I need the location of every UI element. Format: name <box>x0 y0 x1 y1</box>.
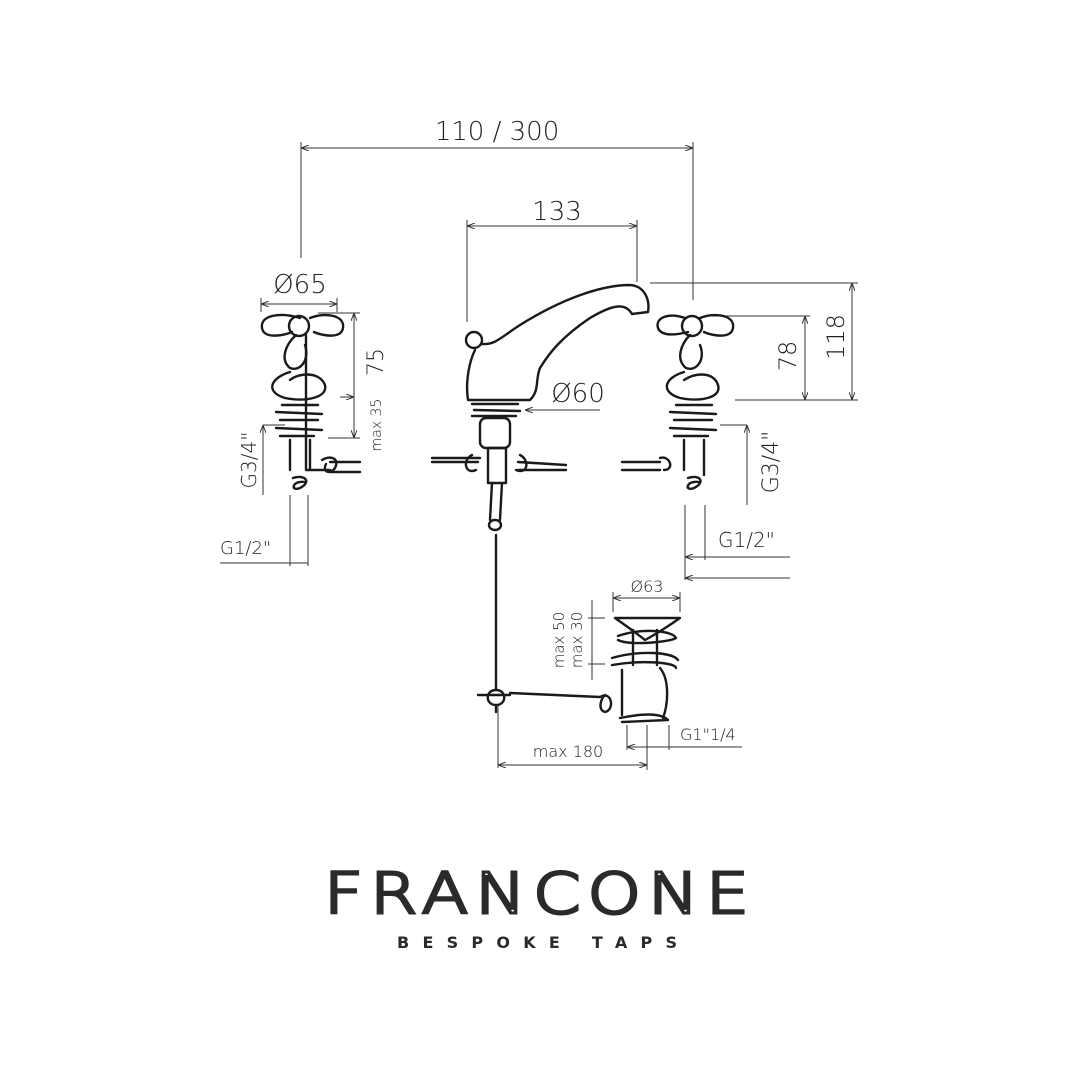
label-waste-max-30: max 30 <box>568 612 586 669</box>
brand-tagline: BESPOKE TAPS <box>397 933 683 952</box>
left-cross-handle-tap <box>260 313 362 490</box>
label-height-118: 118 <box>822 314 850 360</box>
label-max-35: max 35 <box>369 399 385 452</box>
label-waste-diameter: Ø63 <box>631 577 664 596</box>
label-spout-base-diameter: Ø60 <box>551 379 605 409</box>
brand-name: FRANCONE <box>324 862 756 927</box>
brand-logo: FRANCONE BESPOKE TAPS <box>323 861 756 953</box>
label-inlet-left: G1/2" <box>220 538 271 559</box>
label-height-78: 78 <box>774 341 802 372</box>
pop-up-waste <box>610 616 682 724</box>
label-handle-height: 75 <box>364 348 389 376</box>
label-waste-max-50: max 50 <box>550 612 568 669</box>
label-thread-right: G3/4" <box>759 431 784 494</box>
label-spout-reach: 133 <box>532 197 582 227</box>
central-spout <box>430 283 650 714</box>
label-waste-thread: G1"1/4 <box>680 725 736 744</box>
label-rod-max: max 180 <box>533 742 603 761</box>
label-total-width: 110 / 300 <box>435 117 560 147</box>
label-thread-left: G3/4" <box>237 432 261 489</box>
label-inlet-right: G1/2" <box>718 528 775 552</box>
dimension-lines <box>220 142 858 770</box>
right-cross-handle-tap <box>620 313 735 490</box>
label-handle-diameter: Ø65 <box>273 270 327 300</box>
dimension-labels: 110 / 300 133 Ø65 75 max 35 G3/4" G1/2" … <box>220 117 850 761</box>
